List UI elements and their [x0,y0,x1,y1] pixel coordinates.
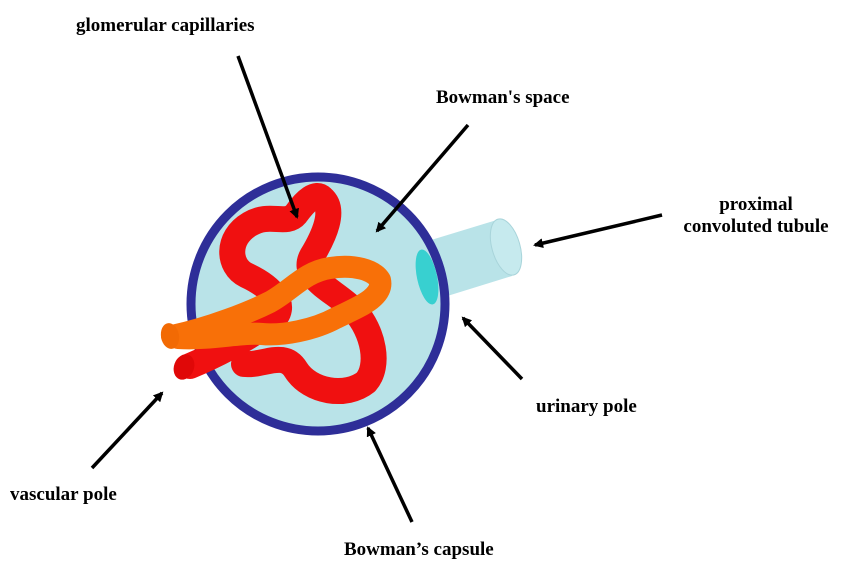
arrow-vascular-pole [92,393,162,468]
label-bowmans-capsule: Bowman’s capsule [344,539,494,561]
label-urinary-pole: urinary pole [536,396,637,418]
label-proximal-line1: proximal [672,194,840,216]
label-bowmans-space: Bowman's space [436,87,570,109]
arrow-bowmans-space [377,125,468,231]
arrow-proximal-tubule [535,215,662,245]
arrow-bowmans-capsule [368,428,412,522]
label-glomerular-capillaries: glomerular capillaries [76,15,255,37]
label-proximal-convoluted-tubule: proximal convoluted tubule [672,194,840,238]
label-proximal-line2: convoluted tubule [672,216,840,238]
label-vascular-pole: vascular pole [10,484,117,506]
arrow-urinary-pole [463,318,522,379]
